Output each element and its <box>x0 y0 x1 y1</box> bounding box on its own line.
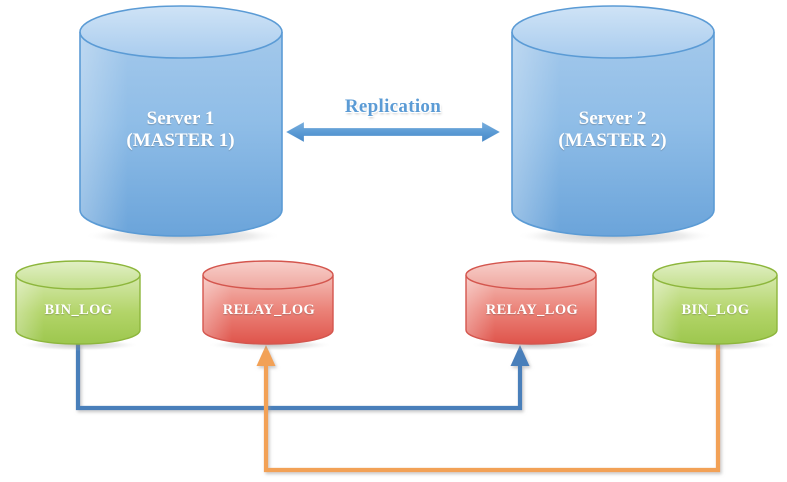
server-1-cylinder[interactable]: Server 1 (MASTER 1) <box>78 4 283 246</box>
server-1-cylinder-shape <box>79 5 283 246</box>
relaylog-right-cylinder-shape <box>465 260 597 351</box>
blue-flow-path <box>75 344 530 411</box>
relaylog-right-cylinder[interactable]: RELAY_LOG <box>464 260 600 351</box>
binlog-right-cylinder[interactable]: BIN_LOG <box>651 260 780 351</box>
binlog-left-cylinder[interactable]: BIN_LOG <box>14 260 143 351</box>
server-2-cylinder[interactable]: Server 2 (MASTER 2) <box>510 4 715 246</box>
binlog-left-cylinder-shape <box>15 260 141 351</box>
binlog-right-cylinder-shape <box>652 260 778 351</box>
orange-flow-path <box>256 344 721 473</box>
replication-double-arrow-icon <box>286 121 500 143</box>
replication-label: Replication <box>344 96 442 117</box>
relaylog-left-cylinder-shape <box>202 260 334 351</box>
relaylog-left-cylinder[interactable]: RELAY_LOG <box>201 260 337 351</box>
replication-group: Replication <box>286 96 500 146</box>
server-2-cylinder-shape <box>511 5 715 246</box>
